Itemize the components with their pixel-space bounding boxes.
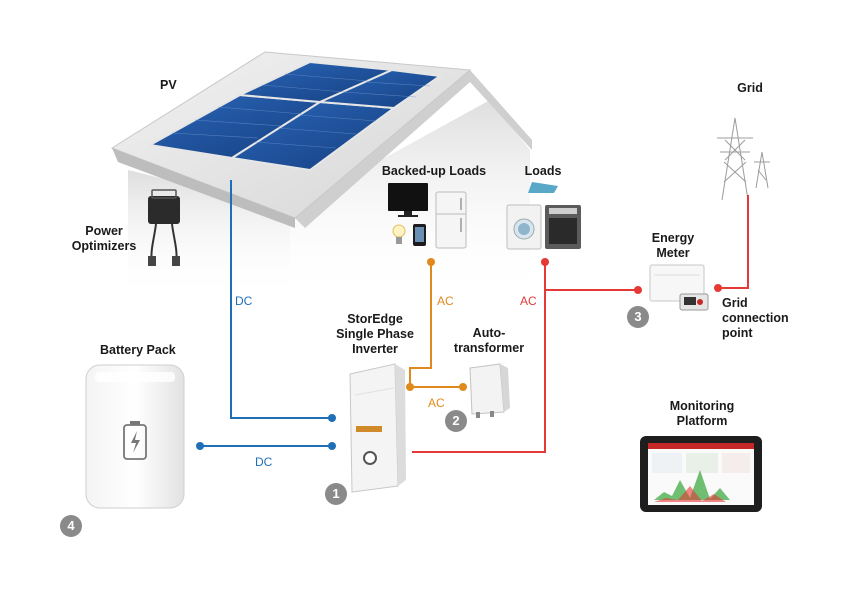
grid-connection-label-line3: point: [722, 326, 753, 340]
pv-panel-array: [146, 60, 443, 172]
grid-connection-point-label: Grid connection point: [722, 296, 789, 341]
monitoring-label-line2: Platform: [676, 414, 728, 428]
storedge-inverter-label: StorEdge Single Phase Inverter: [336, 312, 414, 357]
ac-loads-wire-label: AC: [520, 294, 537, 308]
energy-meter-label-line2: Meter: [656, 246, 690, 260]
storedge-label-line3: Inverter: [352, 342, 398, 356]
loads-label: Loads: [524, 164, 562, 178]
ac-grid-wires: [412, 195, 749, 453]
power-optimizers-label: Power Optimizers: [72, 224, 137, 254]
dc-pv-wire-label: DC: [235, 294, 253, 308]
energy-meter-number-badge: 3: [627, 306, 649, 328]
dc-battery-wire-label: DC: [255, 455, 273, 469]
wire-endpoints: [196, 258, 722, 450]
power-optimizers-label-line1: Power: [85, 224, 123, 238]
ac-autotransformer-wire-label: AC: [428, 396, 445, 410]
grid-transmission-tower: [717, 117, 770, 201]
autotransformer-label-line1: Auto-: [472, 326, 506, 340]
energy-meter-device: [649, 264, 709, 311]
ac-backup-wires: [409, 262, 463, 388]
power-optimizer-device: [148, 189, 180, 266]
autotransformer-label: Auto- transformer: [454, 326, 524, 356]
auto-transformer-device: [469, 363, 510, 418]
dc-wires: [200, 180, 332, 447]
storedge-label-line2: Single Phase: [336, 327, 414, 341]
inverter-number-badge: 1: [325, 483, 347, 505]
power-optimizers-label-line2: Optimizers: [71, 239, 137, 253]
loads-appliances: [506, 182, 581, 250]
grid-label: Grid: [737, 81, 763, 95]
monitoring-platform-tablet: [640, 436, 762, 512]
monitoring-platform-label: Monitoring Platform: [670, 399, 735, 429]
backed-up-loads-label: Backed-up Loads: [381, 164, 487, 178]
ac-backed-up-wire-label: AC: [437, 294, 454, 308]
grid-connection-label-line2: connection: [722, 311, 789, 325]
pv-label: PV: [160, 78, 177, 92]
monitoring-label-line1: Monitoring: [669, 399, 735, 413]
battery-pack-device: [85, 364, 185, 509]
battery-pack-label: Battery Pack: [100, 343, 176, 357]
storedge-inverter-device: [349, 363, 406, 493]
grid-connection-label-line1: Grid: [722, 296, 748, 310]
autotransformer-number-badge: 2: [445, 410, 467, 432]
autotransformer-label-line2: transformer: [453, 341, 525, 355]
backed-up-loads-appliances: [388, 183, 467, 249]
energy-meter-label: Energy Meter: [652, 231, 694, 261]
battery-number-badge: 4: [60, 515, 82, 537]
storedge-label-line1: StorEdge: [347, 312, 403, 326]
energy-meter-label-line1: Energy: [651, 231, 695, 245]
